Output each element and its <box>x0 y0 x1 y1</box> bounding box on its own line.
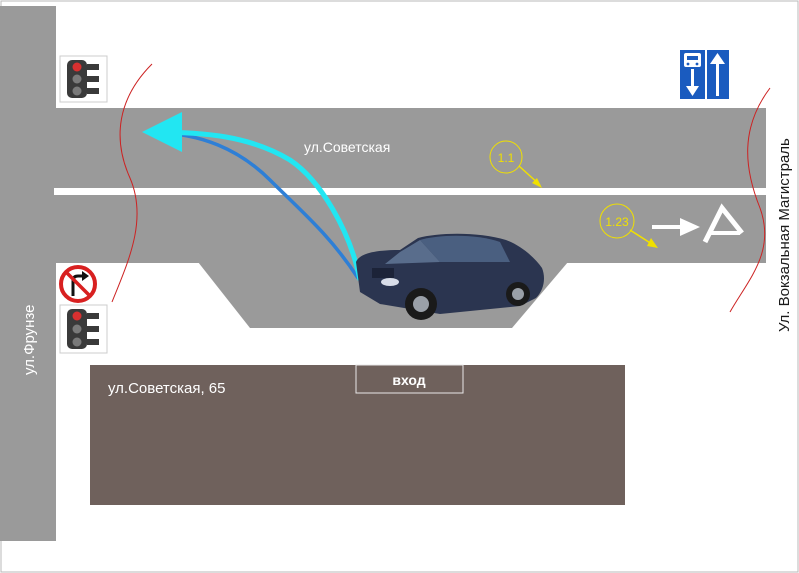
marking-label-circle <box>599 203 635 239</box>
car-icon <box>356 233 544 320</box>
street-label-sovetskaya: ул.Советская <box>304 139 390 155</box>
lane-arrow-marking <box>652 218 700 236</box>
frunze-street <box>0 6 56 541</box>
center-line <box>54 188 766 195</box>
marking-pointer-head <box>647 238 658 248</box>
marking-pointer-head <box>532 178 542 188</box>
street-label-frunze: ул.Фрунзе <box>21 304 38 375</box>
maneuver-arrow-blue <box>145 118 360 279</box>
cut-line-left <box>111 63 153 303</box>
bus-lane-marking-icon <box>702 203 744 244</box>
entrance-label: вход <box>392 372 425 388</box>
entrance-box <box>355 364 464 394</box>
marking-label-1-23: 1.23 <box>605 215 629 229</box>
maneuver-arrow-cyan <box>142 112 363 281</box>
bus-lane-sign-icon <box>678 48 731 101</box>
traffic-light-icon <box>59 304 108 354</box>
street-label-vokzalnaya: Ул. Вокзальная Магистраль <box>776 138 793 332</box>
no-right-turn-sign-icon <box>57 264 99 304</box>
cut-line-right <box>729 87 771 313</box>
traffic-light-icon <box>59 55 108 103</box>
marking-label-1-1: 1.1 <box>498 151 515 165</box>
marking-label-circle <box>489 140 523 174</box>
building-address: ул.Советская, 65 <box>108 380 226 397</box>
